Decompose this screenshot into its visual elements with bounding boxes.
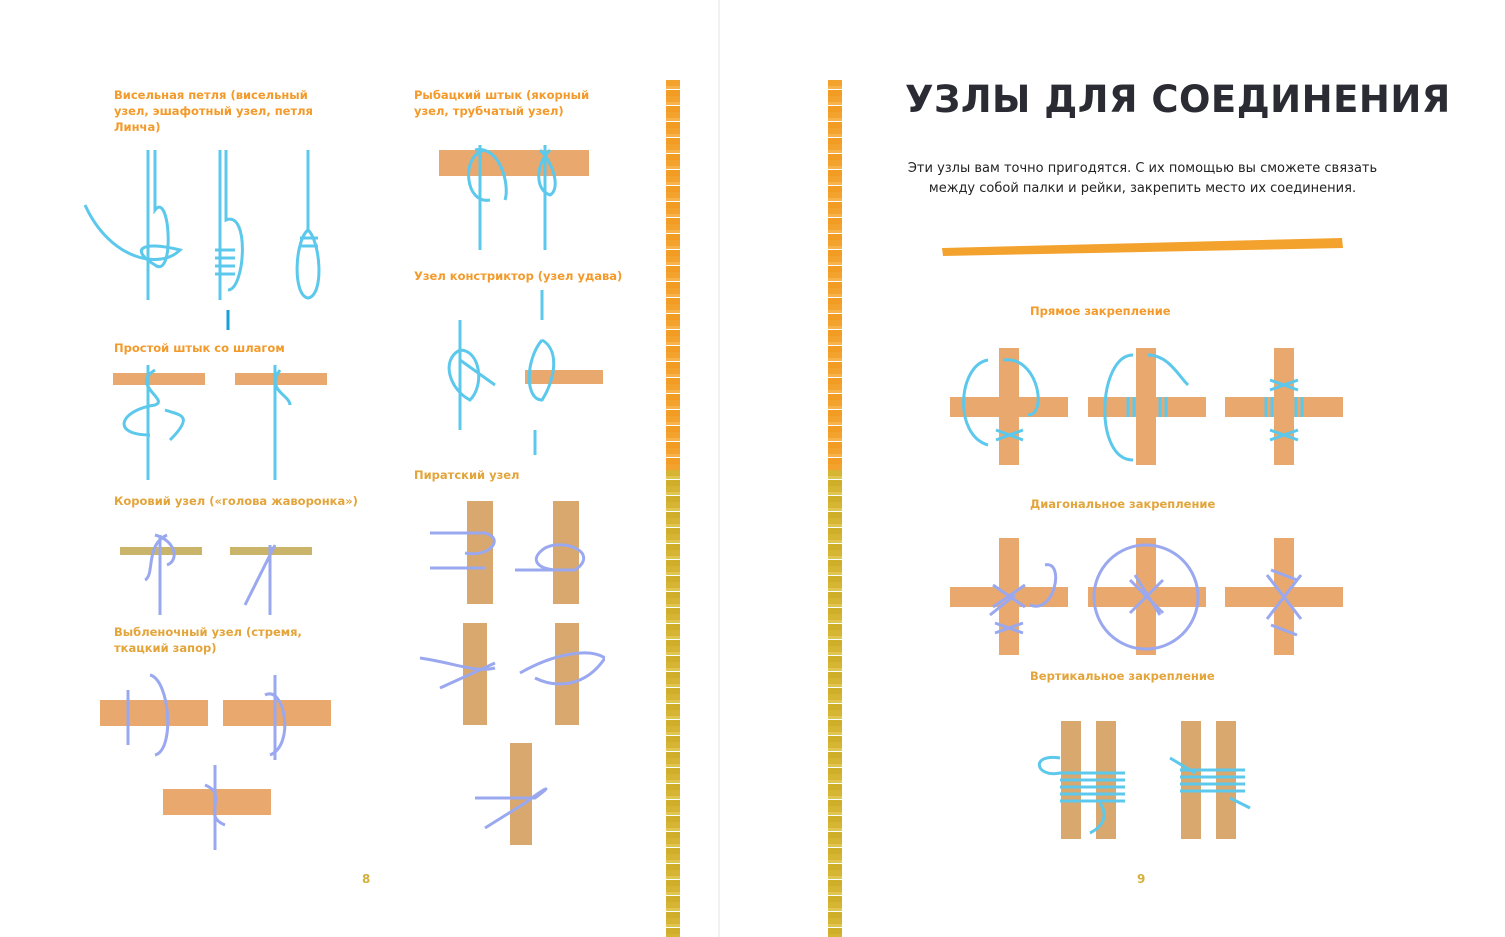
caption-clove-hitch: Выбленочный узел (стремя, ткацкий запор) <box>114 625 302 655</box>
decorative-stripe-left-lower <box>666 470 680 937</box>
caption-fisherman-bend: Рыбацкий штык (якорный узел, трубчатый у… <box>414 88 590 118</box>
vertical-lashing-illustration <box>1037 721 1251 839</box>
fisherman-bend-illustration <box>439 145 589 250</box>
caption-diagonal-lashing: Диагональное закрепление <box>1030 497 1216 511</box>
intro-paragraph: Эти узлы вам точно пригодятся. С их помо… <box>907 161 1378 196</box>
page-gutter <box>718 0 720 937</box>
cow-hitch-illustration <box>120 533 312 615</box>
pirate-knot-illustration <box>419 501 605 845</box>
page-number-left: 8 <box>362 872 371 886</box>
caption-cow-hitch: Коровий узел («голова жаворонка») <box>114 494 358 508</box>
page-title: УЗЛЫ ДЛЯ СОЕДИНЕНИЯ <box>905 78 1451 121</box>
caption-constrictor-knot: Узел констриктор (узел удава) <box>414 269 623 283</box>
orange-brush-stroke <box>942 238 1343 256</box>
decorative-stripe-right-lower <box>828 470 842 937</box>
hangman-knot-illustration <box>83 150 321 330</box>
constrictor-knot-illustration <box>447 290 603 455</box>
page-number-right: 9 <box>1137 872 1146 886</box>
caption-simple-hitch: Простой штык со шлагом <box>114 341 285 355</box>
caption-vertical-lashing: Вертикальное закрепление <box>1030 669 1215 683</box>
square-lashing-illustration <box>950 348 1343 465</box>
simple-hitch-illustration <box>113 365 327 480</box>
caption-hangman-knot: Висельная петля (висельный узел, эшафотн… <box>114 88 313 134</box>
diagonal-lashing-illustration <box>950 538 1343 655</box>
clove-hitch-illustration <box>100 673 331 850</box>
left-page <box>0 0 718 937</box>
caption-square-lashing: Прямое закрепление <box>1030 304 1171 318</box>
caption-pirate-knot: Пиратский узел <box>414 468 520 482</box>
